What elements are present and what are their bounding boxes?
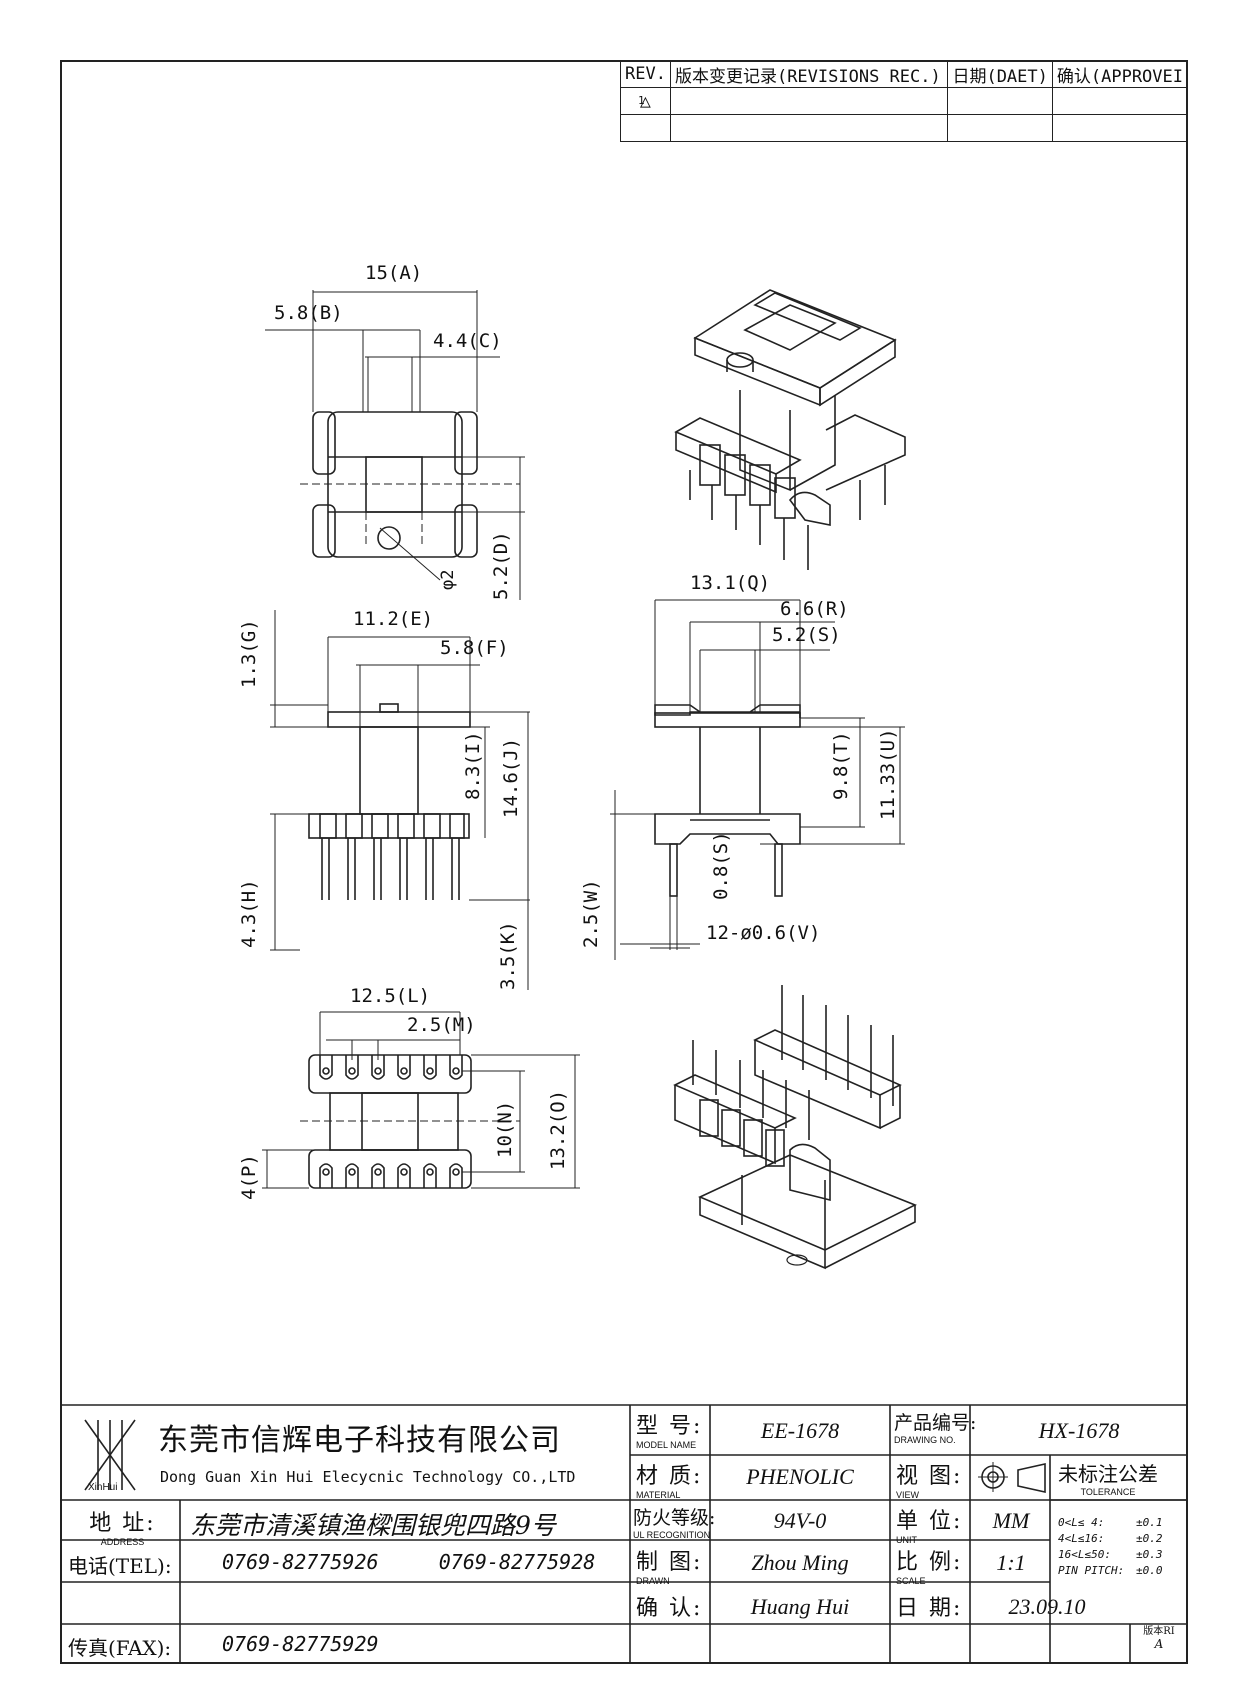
revisions-table: REV. 版本变更记录(REVISIONS REC.) 日期(DAET) 确认(…: [620, 60, 1189, 142]
rev-marker: △ 1: [620, 87, 671, 115]
dim-i: 8.3(I): [462, 731, 484, 800]
ul-value: 94V-0: [773, 1508, 827, 1533]
tolerance-row: 4<L≤16:±0.2: [1058, 1532, 1163, 1545]
dim-e: 11.2(E): [353, 608, 434, 630]
model-label: 型 号: MODEL NAME: [636, 1414, 703, 1450]
revisions-header: 版本变更记录(REVISIONS REC.): [669, 60, 949, 88]
company-name-en: Dong Guan Xin Hui Elecycnic Technology C…: [160, 1468, 576, 1486]
confirm-label: 确 认:: [636, 1596, 703, 1621]
address-value: 东莞市清溪镇渔樑围银兜四路9号: [190, 1511, 556, 1540]
title-block-grid: [60, 1404, 1188, 1664]
tel-label: 电话(TEL):: [68, 1554, 172, 1578]
dim-t: 9.8(T): [830, 731, 852, 800]
isometric-view-bottom: [673, 985, 917, 1270]
dim-w: 2.5(W): [580, 879, 602, 948]
logo-text: XinHui: [88, 1482, 118, 1493]
tolerance-row: 16<L≤50:±0.3: [1058, 1548, 1163, 1561]
view-label: 视 图: VIEW: [896, 1464, 963, 1500]
drawn-label: 制 图: DRAWN: [636, 1550, 703, 1586]
scale-label: 比 例: SCALE: [896, 1550, 963, 1586]
drawing-no-label: 产品编号: DRAWING NO.: [894, 1412, 977, 1445]
fax-value: 0769-82775929: [222, 1632, 379, 1656]
confirm-value: Huang Hui: [750, 1594, 850, 1619]
material-value: PHENOLIC: [746, 1464, 854, 1489]
dim-l: 12.5(L): [350, 985, 431, 1007]
ul-label: 防火等级: UL RECOGNITION: [633, 1507, 716, 1540]
drawing-no-value: HX-1678: [1038, 1418, 1120, 1443]
tolerance-label: 未标注公差 TOLERANCE: [1058, 1462, 1158, 1497]
front-view: [610, 599, 905, 960]
dim-v: 12-ø0.6(V): [706, 922, 821, 944]
tolerance-row: 0<L≤ 4:±0.1: [1058, 1516, 1163, 1529]
rev-number: 1: [638, 94, 645, 107]
dim-g: 1.3(G): [238, 619, 260, 688]
dim-m: 2.5(M): [407, 1014, 476, 1036]
dim-k: 3.5(K): [497, 921, 519, 990]
drawn-value: Zhou Ming: [751, 1550, 849, 1575]
top-view: [265, 290, 525, 600]
version-box: 版本RI A: [1143, 1626, 1175, 1651]
rev-triangle-icon: △: [640, 90, 651, 112]
date-header: 日期(DAET): [947, 60, 1053, 88]
dim-s-bottom: 0.8(S): [710, 831, 732, 900]
unit-value: MM: [992, 1508, 1030, 1533]
pin-row-top: [319, 1055, 463, 1080]
unit-label: 单 位: UNIT: [896, 1509, 963, 1545]
fax-label: 传真(FAX):: [68, 1636, 172, 1660]
date-value: 23.09.10: [1008, 1594, 1086, 1619]
address-label: 地 址: ADDRESS: [89, 1511, 156, 1547]
dim-s-top: 5.2(S): [772, 624, 841, 646]
dim-f: 5.8(F): [440, 637, 509, 659]
dim-u: 11.33(U): [877, 728, 899, 820]
dim-q: 13.1(Q): [690, 572, 771, 594]
approve-header: 确认(APPROVEI: [1051, 60, 1189, 88]
dim-r: 6.6(R): [780, 598, 849, 620]
date-label: 日 期:: [896, 1596, 963, 1621]
dim-p: 4(P): [238, 1154, 260, 1200]
pin-row-bottom: [319, 1163, 463, 1188]
tolerance-row: PIN PITCH:±0.0: [1058, 1564, 1163, 1577]
tel-value: 0769-82775926 0769-82775928: [222, 1550, 596, 1574]
dim-n: 10(N): [494, 1100, 516, 1158]
dim-phi: φ2: [438, 569, 458, 590]
dim-c: 4.4(C): [433, 330, 502, 352]
scale-value: 1:1: [996, 1550, 1026, 1575]
company-logo-mark: [84, 1419, 136, 1491]
isometric-view-top: [674, 289, 906, 570]
dim-a: 15(A): [365, 262, 423, 284]
dim-d: 5.2(D): [490, 531, 512, 600]
material-label: 材 质: MATERIAL: [636, 1464, 703, 1500]
model-value: EE-1678: [760, 1418, 840, 1443]
dim-b: 5.8(B): [274, 302, 343, 324]
dim-h: 4.3(H): [238, 879, 260, 948]
bottom-view: [262, 1011, 580, 1189]
dim-j: 14.6(J): [500, 737, 522, 818]
company-name-zh: 东莞市信辉电子科技有限公司: [158, 1423, 561, 1458]
side-view: [270, 610, 530, 990]
dim-o: 13.2(O): [547, 1089, 569, 1170]
tolerance-list: 0<L≤ 4:±0.1 4<L≤16:±0.2 16<L≤50:±0.3 PIN…: [1058, 1515, 1163, 1579]
